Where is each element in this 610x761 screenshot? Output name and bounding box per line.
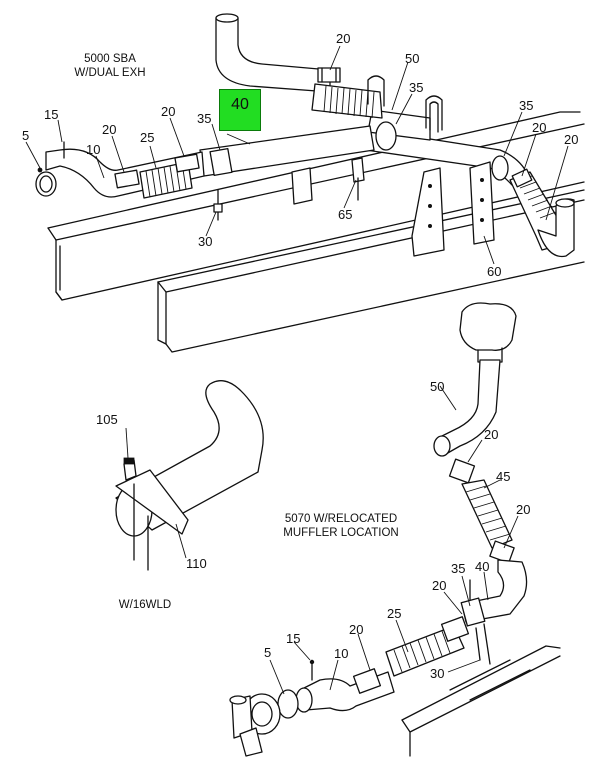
top-clamps-left: [114, 147, 233, 189]
callout-bot-20c: 20: [432, 578, 447, 593]
callout-top-5: 5: [22, 128, 30, 143]
callout-bot-15: 15: [286, 631, 301, 646]
top-flex-hose: [311, 83, 383, 119]
top-clamp-20a: [317, 67, 341, 83]
callout-top-10: 10: [86, 142, 101, 157]
top-flange-ring: [35, 167, 57, 197]
callout-top-20b: 20: [532, 120, 547, 135]
bottom-stack: [459, 302, 517, 363]
callout-bot-40: 40: [475, 559, 490, 574]
top-stack-pipe: [215, 13, 331, 93]
caption-bottom-config: 5070 W/RELOCATED MUFFLER LOCATION: [283, 513, 399, 539]
callout-bot-30: 30: [430, 666, 445, 681]
caption-detail: W/16WLD: [118, 599, 172, 611]
bottom-flex-25: [385, 616, 470, 677]
caption-top-config: 5000 SBA W/DUAL EXH: [74, 53, 146, 79]
highlighted-part-label: 40: [231, 96, 249, 113]
top-frame-rail: [47, 111, 585, 301]
top-lower-rail: [157, 189, 585, 353]
callout-det-105: 105: [96, 412, 118, 427]
highlighted-part-40[interactable]: 40: [219, 89, 261, 131]
callout-top-65: 65: [338, 207, 353, 222]
bottom-flex-45: [448, 458, 515, 564]
callout-bot-45: 45: [496, 469, 511, 484]
callout-top-20a: 20: [336, 31, 351, 46]
bottom-pipe-50: [433, 359, 501, 457]
callout-bot-5: 5: [264, 645, 272, 660]
callout-top-50: 50: [405, 51, 420, 66]
callout-top-35a: 35: [409, 80, 424, 95]
callout-bot-20a: 20: [484, 427, 499, 442]
top-clamp-35: [375, 121, 509, 181]
callout-top-25: 25: [140, 130, 155, 145]
callout-bot-10: 10: [334, 646, 349, 661]
callout-det-110: 110: [186, 556, 207, 571]
callout-top-20e: 20: [161, 104, 176, 119]
callout-top-35c: 35: [197, 111, 212, 126]
callout-bot-25: 25: [387, 606, 402, 621]
callout-top-30: 30: [198, 234, 213, 249]
callout-bot-35: 35: [451, 561, 466, 576]
callout-top-60: 60: [487, 264, 502, 279]
leader-lines: [25, 45, 569, 695]
callout-top-20d: 20: [102, 122, 117, 137]
callout-bot-50: 50: [430, 379, 445, 394]
top-hardware: [63, 141, 359, 221]
bottom-frame-rail: [401, 645, 561, 757]
callout-bot-20b: 20: [516, 502, 531, 517]
top-brackets-60: [291, 157, 495, 257]
bottom-pipe-10: [295, 668, 395, 713]
top-u-bolts: [367, 75, 443, 133]
callout-top-35b: 35: [519, 98, 534, 113]
bottom-elbow-40: [460, 559, 528, 665]
top-pipe-left: [45, 125, 375, 198]
bottom-turbo: [229, 689, 299, 757]
callout-top-20c: 20: [564, 132, 579, 147]
top-right-elbow: [509, 168, 575, 258]
callout-bot-20d: 20: [349, 622, 364, 637]
callout-top-15: 15: [44, 107, 59, 122]
detail-muffler: [115, 380, 264, 571]
bottom-hardware: [309, 579, 471, 681]
